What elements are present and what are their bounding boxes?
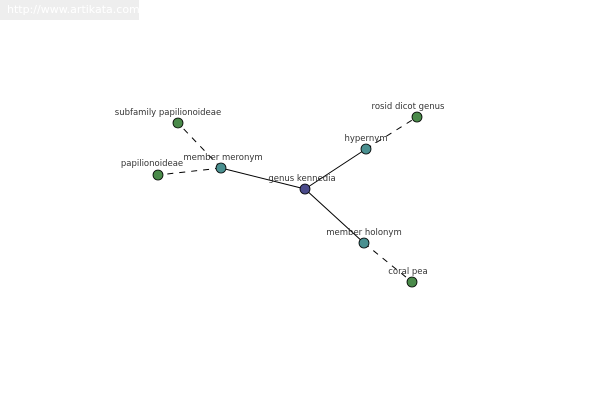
edge-member-holonym-to-coral-pea	[363, 242, 413, 283]
edge-hypernym-to-rosid-dicot-genus	[365, 116, 418, 150]
node-marker-hypernym[interactable]	[360, 143, 372, 155]
node-label-hypernym[interactable]: hypernym	[344, 134, 387, 144]
node-marker-subfamily-papilionoideae[interactable]	[172, 117, 184, 129]
node-genus-kennedia[interactable]: genus kennedia	[268, 174, 336, 195]
node-label-member-holonym[interactable]: member holonym	[326, 228, 401, 238]
edges-layer	[157, 116, 418, 283]
node-marker-coral-pea[interactable]	[406, 276, 418, 288]
node-label-member-meronym[interactable]: member meronym	[183, 153, 262, 163]
node-marker-rosid-dicot-genus[interactable]	[411, 111, 423, 123]
node-marker-papilionoideae[interactable]	[152, 169, 164, 181]
node-label-papilionoideae[interactable]: papilionoideae	[121, 159, 183, 169]
edge-member-meronym-to-subfamily-papilionoideae	[177, 122, 222, 169]
node-member-meronym[interactable]: member meronym	[183, 153, 263, 174]
nodes-layer: genus kennedia member meronym hypernym memb…	[115, 102, 445, 288]
node-marker-member-holonym[interactable]	[358, 237, 370, 249]
node-papilionoideae[interactable]: papilionoideae	[121, 159, 183, 181]
node-marker-genus-kennedia[interactable]	[299, 183, 311, 195]
node-hypernym[interactable]: hypernym	[344, 134, 388, 155]
edge-genus-kennedia-to-member-meronym	[220, 167, 306, 190]
edge-member-meronym-to-papilionoideae	[157, 167, 222, 176]
node-label-rosid-dicot-genus[interactable]: rosid dicot genus	[372, 102, 445, 112]
node-member-holonym[interactable]: member holonym	[326, 228, 402, 249]
edge-genus-kennedia-to-hypernym	[304, 148, 367, 190]
node-marker-member-meronym[interactable]	[215, 162, 227, 174]
node-coral-pea[interactable]: coral pea	[388, 267, 428, 288]
node-label-genus-kennedia[interactable]: genus kennedia	[268, 174, 335, 184]
site-watermark[interactable]: http://www.artikata.com	[0, 0, 140, 20]
node-label-subfamily-papilionoideae[interactable]: subfamily papilionoideae	[115, 108, 221, 118]
node-rosid-dicot-genus[interactable]: rosid dicot genus	[372, 102, 445, 123]
edge-genus-kennedia-to-member-holonym	[304, 188, 365, 244]
node-subfamily-papilionoideae[interactable]: subfamily papilionoideae	[115, 108, 221, 129]
node-label-coral-pea[interactable]: coral pea	[388, 267, 427, 277]
